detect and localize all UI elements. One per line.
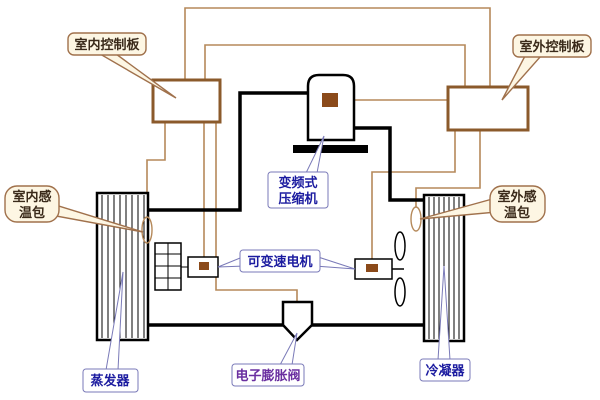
tag-compressor: 变频式 压缩机 <box>267 135 329 209</box>
wire-board-inner-loop <box>204 44 466 87</box>
indoor-board-label: 室内控制板 <box>74 37 140 53</box>
callout-indoor-board: 室内控制板 <box>67 32 177 99</box>
evaporator-coil <box>95 191 150 342</box>
callout-box <box>67 32 147 56</box>
tag-box <box>82 368 139 393</box>
tag-tail-right <box>314 255 356 270</box>
callout-box <box>4 185 60 223</box>
wire-outdoor-sensor <box>415 130 481 207</box>
outdoor-control-board <box>446 85 530 132</box>
tag-motor: 可变速电机 <box>217 249 356 273</box>
control-wiring <box>146 7 491 302</box>
callout-outdoor-board: 室外控制板 <box>501 34 592 101</box>
outdoor-sensor-label-line2: 温包 <box>504 205 530 221</box>
callout-indoor-sensor: 室内感 温包 <box>4 185 144 233</box>
compressor-label-line2: 压缩机 <box>278 191 317 207</box>
tag-tail <box>305 135 325 174</box>
callout-box <box>512 34 592 58</box>
indoor-temperature-sensor <box>141 216 153 244</box>
indoor-sensor-label-line1: 室内感 <box>12 189 51 205</box>
callout-tail <box>97 53 177 99</box>
outdoor-fan <box>394 231 406 307</box>
tag-condenser: 冷凝器 <box>419 265 471 382</box>
compressor-chip <box>322 93 338 107</box>
electronic-expansion-valve <box>281 300 314 342</box>
tag-box <box>267 171 329 209</box>
motor-label: 可变速电机 <box>247 254 312 270</box>
tag-box <box>231 363 305 387</box>
outdoor-board-label: 室外控制板 <box>519 39 585 55</box>
indoor-motor-chip <box>199 262 209 270</box>
pipe-suction <box>148 91 308 212</box>
indoor-sensor-label-line2: 温包 <box>19 205 45 221</box>
outdoor-sensor-label-line1: 室外感 <box>497 189 536 205</box>
tag-tail <box>279 332 298 366</box>
wire-outdoor-motor <box>371 130 456 264</box>
tag-box <box>419 358 471 382</box>
compressor-body <box>306 73 356 142</box>
pipe-discharge <box>354 126 424 202</box>
outdoor-motor <box>354 258 404 280</box>
wire-expansion-valve <box>215 122 298 302</box>
indoor-control-board <box>151 78 222 124</box>
callout-box <box>489 185 546 223</box>
tag-evaporator: 蒸发器 <box>82 271 139 393</box>
outdoor-motor-chip <box>366 264 378 272</box>
outdoor-fan-blade <box>394 231 406 261</box>
evaporator-frame <box>95 191 150 342</box>
tag-box <box>239 249 321 273</box>
wire-board-outer-loop <box>184 7 491 87</box>
indoor-fan <box>154 242 188 291</box>
outdoor-fan-blade <box>394 277 406 307</box>
inverter-compressor <box>293 73 368 153</box>
wire-indoor-sensor <box>146 122 166 217</box>
evaporator-label: 蒸发器 <box>90 373 130 389</box>
expansion-valve-label: 电子膨胀阀 <box>235 368 300 384</box>
condenser-label: 冷凝器 <box>425 363 465 379</box>
outdoor-temperature-sensor <box>410 206 422 232</box>
compressor-base <box>293 145 368 153</box>
compressor-label-line1: 变频式 <box>278 175 317 191</box>
callout-outdoor-sensor: 室外感 温包 <box>419 185 546 223</box>
indoor-motor <box>187 256 219 278</box>
tag-expansion-valve: 电子膨胀阀 <box>231 332 305 387</box>
